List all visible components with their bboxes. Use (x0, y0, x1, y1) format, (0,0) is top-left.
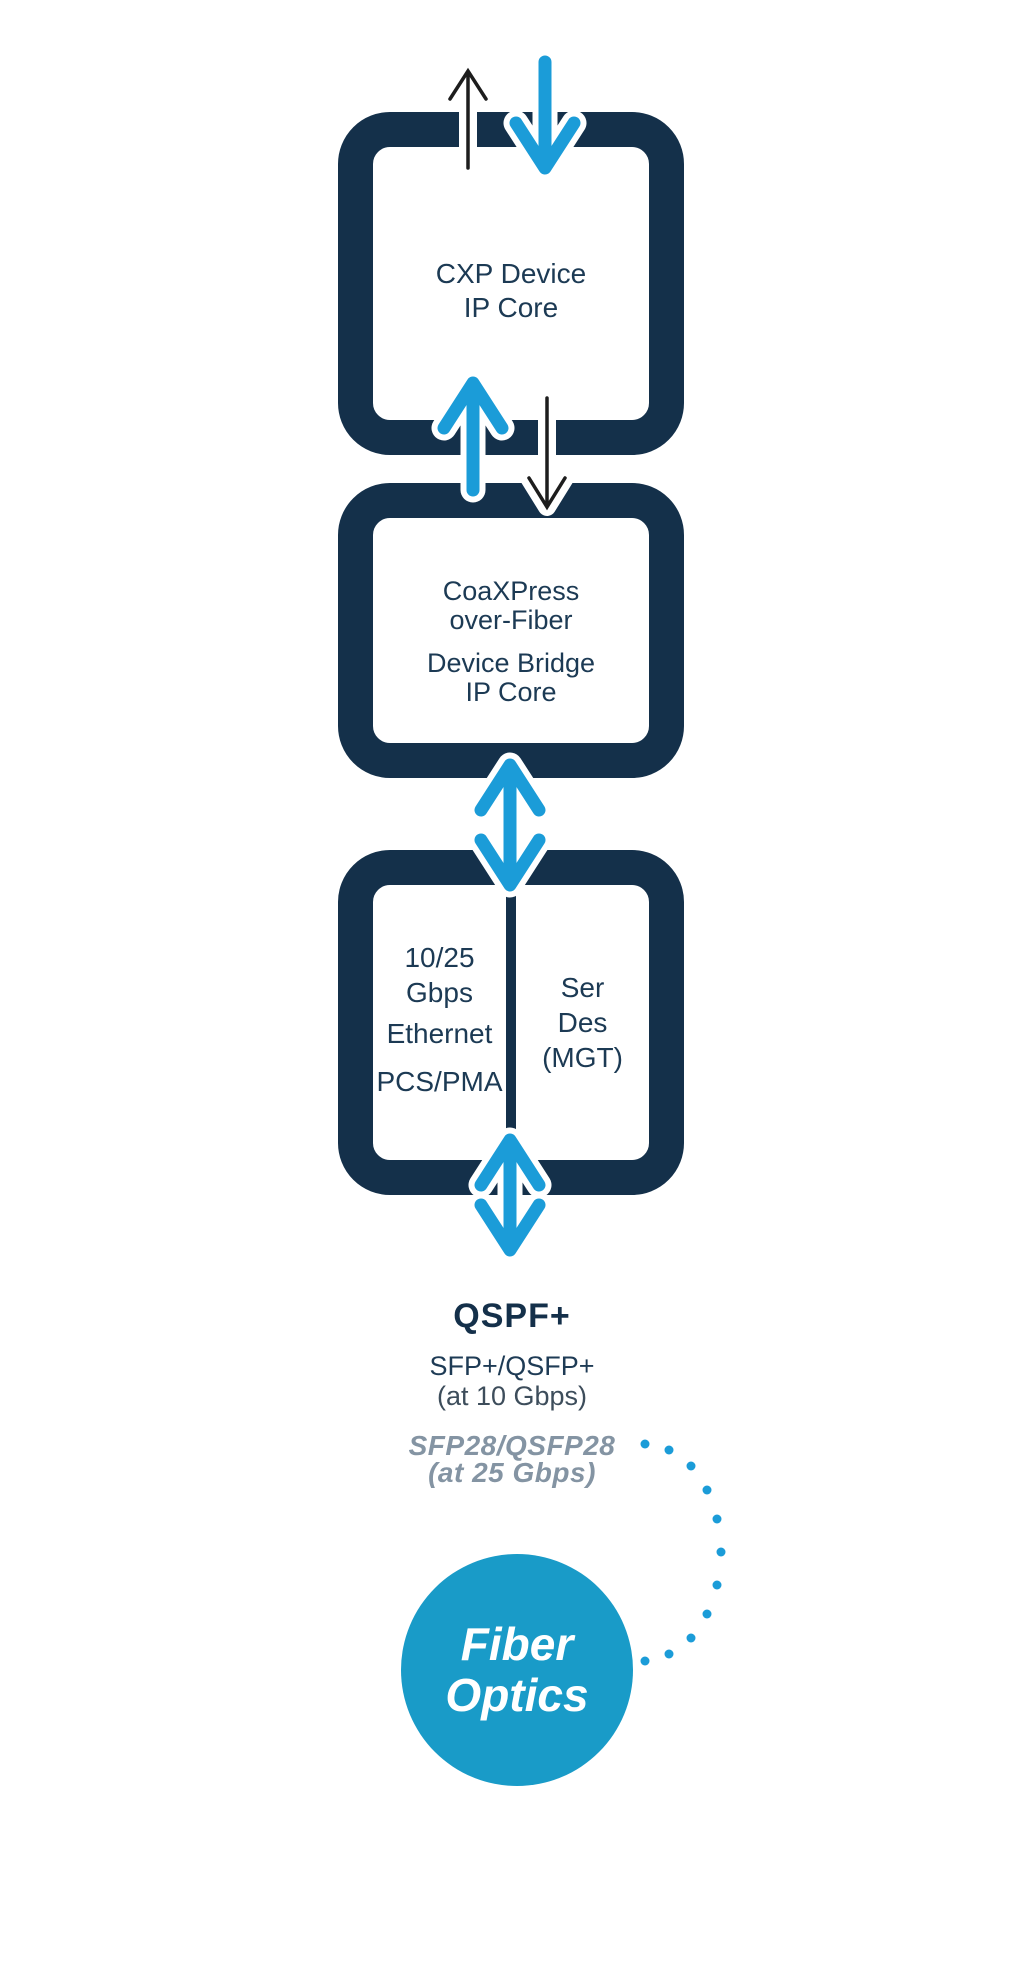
sfp-qsfp-label: SFP+/QSFP+ (429, 1351, 595, 1381)
phy-cell-divider (506, 886, 516, 1159)
device-bridge-ip-core-box: CoaXPress over-Fiber Device Bridge IP Co… (338, 483, 684, 778)
cxp-device-ip-core-box: CXP Device IP Core (338, 112, 684, 455)
phy-box: 10/25 Gbps Ethernet PCS/PMA Ser Des (MGT… (338, 850, 684, 1195)
rate-10gbps-label: (at 10 Gbps) (436, 1381, 588, 1411)
phy-box-inner: 10/25 Gbps Ethernet PCS/PMA Ser Des (MGT… (373, 885, 649, 1160)
sfp28-qsfp28-label: SFP28/QSFP28 (408, 1430, 616, 1461)
ethernet-label: Ethernet (386, 1017, 493, 1049)
fiber-optics-label: Fiber Optics (445, 1618, 589, 1721)
pcs-pma-label: PCS/PMA (376, 1065, 503, 1097)
serdes-label-ser: Ser (560, 972, 605, 1003)
ethernet-pcs-pma-cell: 10/25 Gbps Ethernet PCS/PMA (373, 885, 506, 1160)
cxp-device-ip-core-label: CXP Device IP Core (435, 257, 587, 323)
device-bridge-ip-core-label: Device Bridge IP Core (426, 647, 596, 707)
rate-25gbps-label: (at 25 Gbps) (428, 1457, 596, 1488)
coaxpress-over-fiber-label: CoaXPress over-Fiber (442, 575, 580, 635)
fiber-optics-circle: Fiber Optics (401, 1554, 633, 1786)
ethernet-rate-label: 10/25 Gbps (404, 941, 475, 1008)
serdes-label-des: Des (557, 1007, 608, 1038)
serdes-cell: Ser Des (MGT) (516, 885, 649, 1160)
serdes-label-mgt: (MGT) (542, 1042, 623, 1073)
qspf-title: QSPF+ (453, 1297, 571, 1335)
